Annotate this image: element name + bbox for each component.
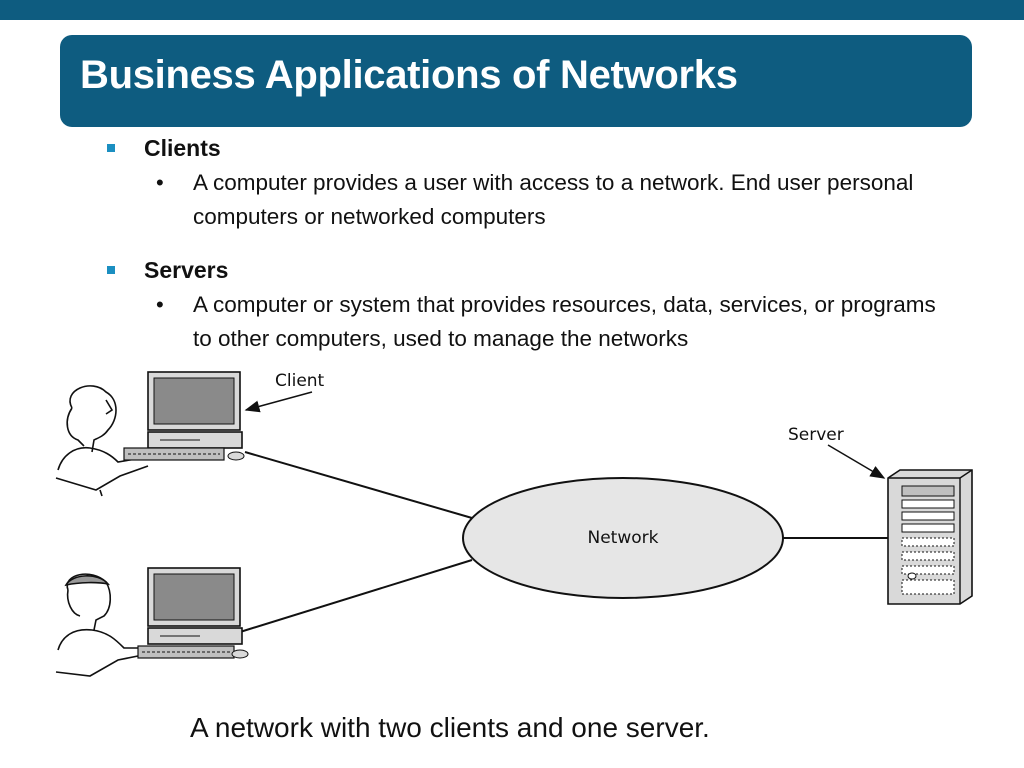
top-accent-bar xyxy=(0,0,1024,20)
title-banner: Business Applications of Networks xyxy=(60,35,972,127)
server-tower-icon xyxy=(887,469,973,605)
connection-line-client1 xyxy=(244,451,473,519)
client-man-icon xyxy=(55,573,149,677)
bullet-square-icon xyxy=(107,266,115,274)
connection-line-client2 xyxy=(239,559,473,633)
network-ellipse xyxy=(462,477,784,599)
bullet-heading-clients: Clients xyxy=(144,135,221,161)
sub-bullet-dot-icon: • xyxy=(156,292,164,317)
client-arrow xyxy=(244,391,313,413)
server-label: Server xyxy=(788,425,844,445)
network-label: Network xyxy=(588,528,659,548)
diagram-caption: A network with two clients and one serve… xyxy=(190,712,710,743)
bullet-text-clients: A computer provides a user with access t… xyxy=(193,170,914,229)
sub-bullet-dot-icon: • xyxy=(156,170,164,195)
slide-title: Business Applications of Networks xyxy=(80,53,738,97)
bullet-square-icon xyxy=(107,144,115,152)
client-computer-icon xyxy=(137,567,249,659)
bullet-heading-servers: Servers xyxy=(144,257,229,283)
client-label: Client xyxy=(275,371,325,391)
bullet-text-servers: A computer or system that provides resou… xyxy=(193,292,936,351)
client-woman-icon xyxy=(55,385,149,497)
server-arrow xyxy=(827,444,886,479)
client-computer-icon xyxy=(123,371,245,461)
